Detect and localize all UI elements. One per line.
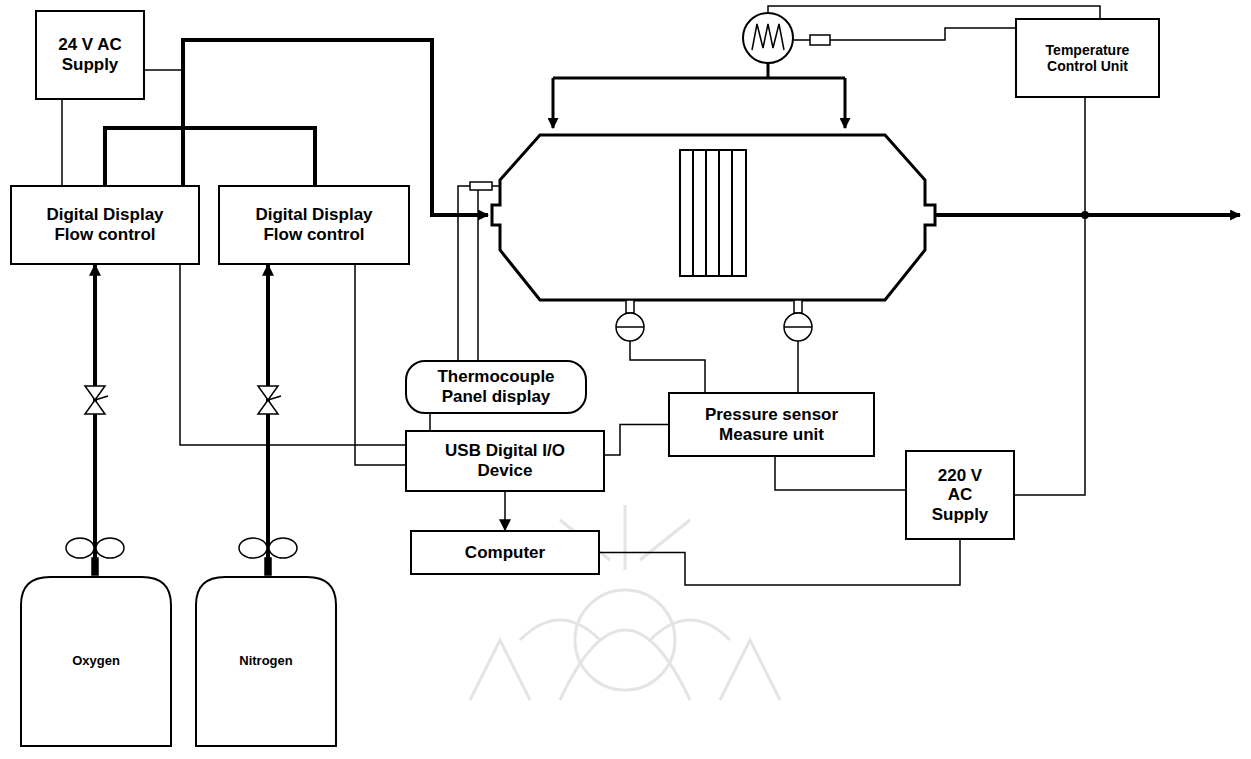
pressure-line: [630, 341, 705, 392]
box-label: Thermocouple Panel display: [420, 367, 572, 406]
heat-arrow: [844, 78, 847, 128]
flow-controller-box: Digital Display Flow control: [218, 185, 410, 265]
monolith: [680, 150, 746, 276]
power-supply-box: 24 V AC Supply: [35, 10, 145, 100]
resistor-symbol: [810, 35, 830, 45]
box-label: Nitrogen: [239, 654, 292, 669]
cylinder-body: [21, 577, 171, 746]
signal-wire: [775, 457, 905, 490]
signal-wire: [504, 492, 506, 530]
controller-box: Temperature Control Unit: [1015, 18, 1160, 98]
signal-wire: [180, 265, 405, 445]
regulator-knob: [96, 538, 124, 558]
valve-handle: [95, 396, 108, 400]
regulator-knob: [66, 538, 94, 558]
gas-line: [266, 265, 270, 575]
power-supply-box: 220 V AC Supply: [905, 450, 1015, 540]
heater-wire: [768, 6, 1100, 18]
io-device-box: USB Digital I/O Device: [405, 430, 605, 492]
pressure-gauge: [616, 313, 644, 341]
valve-handle: [268, 396, 281, 400]
watermark-ring: [575, 590, 675, 690]
monolith-block: [680, 150, 746, 276]
heater-coil: [752, 24, 784, 50]
signal-wire: [61, 100, 63, 185]
oxygen-fittings: [66, 386, 124, 575]
gas-cylinder: Oxygen: [20, 575, 172, 747]
gauge-stem: [794, 300, 802, 313]
gauge-mark: [616, 326, 644, 328]
box-label: 220 V AC Supply: [928, 466, 992, 525]
nitrogen-fittings: [239, 386, 297, 575]
reactor-chamber: [492, 135, 935, 300]
gas-cylinder: Nitrogen: [195, 575, 337, 747]
pressure-line: [797, 341, 799, 392]
heater: [743, 13, 830, 63]
regulator-knob: [239, 538, 267, 558]
box-label: USB Digital I/O Device: [423, 441, 588, 480]
computer-box: Computer: [410, 530, 600, 575]
box-label: Oxygen: [72, 654, 120, 669]
heat-bracket: [553, 63, 845, 78]
wires: [145, 6, 1100, 392]
heat-arrow: [552, 78, 555, 128]
signal-wire: [605, 425, 668, 456]
box-label: Digital Display Flow control: [29, 205, 181, 244]
monolith-channels: [693, 150, 732, 276]
display-panel: Thermocouple Panel display: [405, 360, 587, 414]
watermark-arc: [560, 630, 690, 700]
flow-controller-box: Digital Display Flow control: [10, 185, 200, 265]
heater-symbol: [743, 13, 793, 63]
regulator-knob: [269, 538, 297, 558]
box-label: Pressure sensor Measure unit: [679, 405, 864, 444]
supply-wire: [145, 69, 183, 71]
gauge-mark: [784, 326, 812, 328]
thermocouple-wire: [477, 190, 479, 360]
heat-lines: [553, 63, 845, 128]
box-label: Digital Display Flow control: [238, 205, 390, 244]
box-label: Temperature Control Unit: [1024, 42, 1152, 74]
gauge-stem: [626, 300, 634, 313]
pressure-gauge: [784, 313, 812, 341]
regulator-neck: [265, 558, 271, 575]
thermocouple-probe-tip: [470, 182, 492, 190]
thermocouple-wire: [458, 186, 470, 360]
box-label: Computer: [465, 543, 545, 563]
gas-mix-line: [105, 128, 315, 185]
sensor-unit-box: Pressure sensor Measure unit: [668, 392, 875, 457]
cylinder-body: [196, 577, 336, 746]
signal-wire: [429, 414, 431, 430]
gas-line: [93, 265, 97, 575]
signal-wire: [355, 265, 405, 465]
watermark-spire: [470, 640, 780, 700]
pressure-gauges: [616, 300, 812, 341]
signal-wire: [600, 540, 960, 585]
box-label: 24 V AC Supply: [58, 35, 122, 74]
watermark-flame: [520, 620, 730, 640]
regulator-neck: [92, 558, 98, 575]
signal-wire: [1015, 98, 1085, 495]
